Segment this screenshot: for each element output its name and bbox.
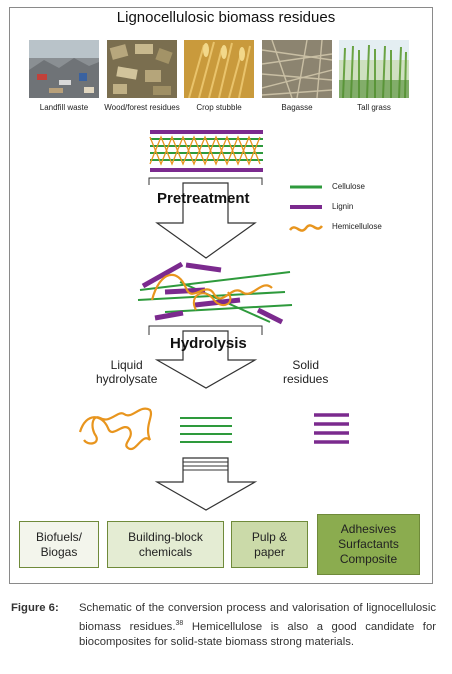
separated-lignin xyxy=(314,413,349,444)
solid-residues-label: Solid residues xyxy=(283,358,329,386)
pretreated-biomass xyxy=(137,261,293,325)
separated-hemicellulose xyxy=(78,407,153,451)
biomass-fibre-bundle xyxy=(149,130,263,172)
product-box-pulp: Pulp & paper xyxy=(231,521,308,568)
wood-residues-photo xyxy=(107,40,177,98)
source-label-wood: Wood/forest residues xyxy=(104,103,180,112)
stage-hydrolysis: Hydrolysis xyxy=(170,335,247,352)
legend-lignin-label: Lignin xyxy=(332,202,354,211)
product-label-biofuels: Biofuels/ Biogas xyxy=(35,529,83,559)
legend-hemicellulose-label: Hemicellulose xyxy=(332,222,382,231)
product-label-adhesives: Adhesives Surfactants Composite xyxy=(338,522,399,566)
product-box-biofuels: Biofuels/ Biogas xyxy=(19,521,99,568)
bagasse-photo xyxy=(262,40,332,98)
stage-pretreatment: Pretreatment xyxy=(157,190,250,207)
diagram-title: Lignocellulosic biomass residues xyxy=(116,9,336,26)
pretreatment-arrow xyxy=(155,182,257,259)
product-box-adhesives: Adhesives Surfactants Composite xyxy=(317,514,420,575)
landfill-waste-photo xyxy=(29,40,99,98)
hydrolysis-arrow xyxy=(154,330,258,389)
caption-reference: 38 xyxy=(175,620,184,627)
source-label-landfill: Landfill waste xyxy=(39,103,89,112)
crop-stubble-photo xyxy=(184,40,254,98)
product-label-pulp: Pulp & paper xyxy=(251,529,288,559)
legend-cellulose-label: Cellulose xyxy=(332,182,365,191)
tall-grass-photo xyxy=(339,40,409,98)
product-box-chemicals: Building-block chemicals xyxy=(107,521,224,568)
caption-extra-text: Hemicellulose is also a good candidate f… xyxy=(79,620,436,648)
source-label-bagasse: Bagasse xyxy=(281,103,313,112)
liquid-hydrolysate-label: Liquid hydrolysate xyxy=(96,358,158,386)
caption-text: Schematic of the conversion process and … xyxy=(79,601,436,650)
caption-main-text: Schematic of the conversion process and … xyxy=(79,602,436,633)
separated-cellulose xyxy=(180,417,232,443)
legend-hemicellulose-line xyxy=(289,224,323,232)
valorisation-arrow xyxy=(154,457,258,511)
source-label-crop: Crop stubble xyxy=(196,103,242,112)
caption-label: Figure 6: xyxy=(11,602,59,614)
product-label-chemicals: Building-block chemicals xyxy=(128,529,203,559)
source-label-grass: Tall grass xyxy=(357,103,391,112)
